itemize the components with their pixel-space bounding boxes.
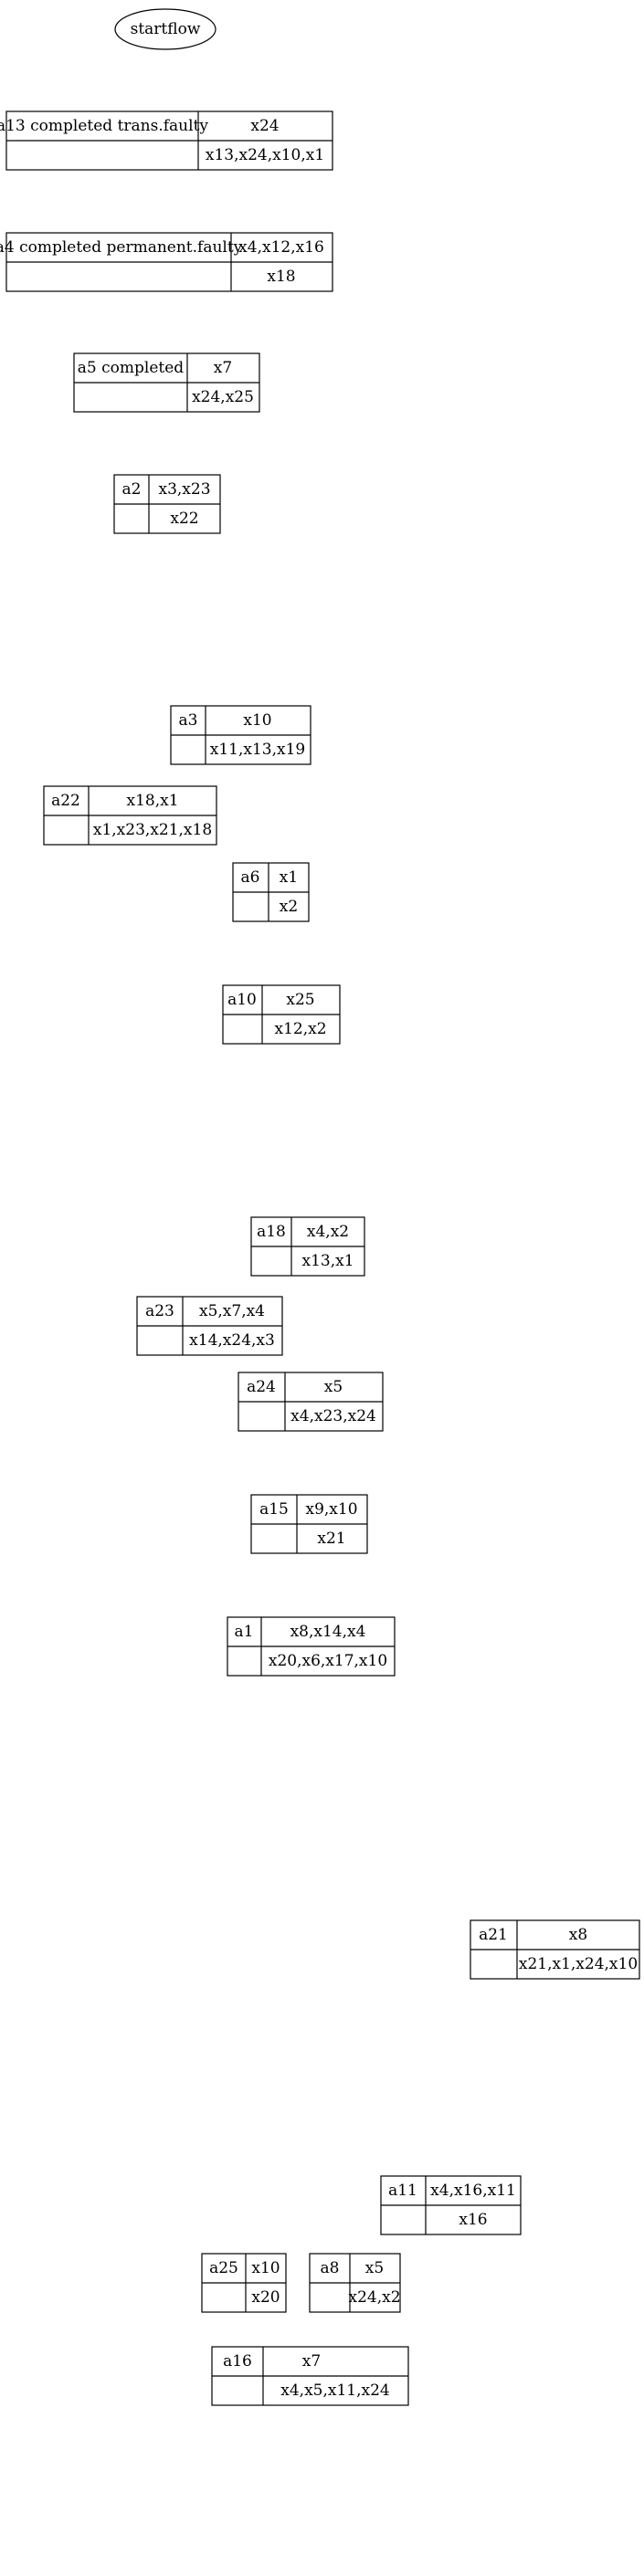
start-node: startflow bbox=[114, 8, 216, 50]
record-bottom-value: x24,x2 bbox=[348, 2288, 400, 2307]
record-node-a22: a22 x18,x1 x1,x23,x21,x18 bbox=[43, 785, 217, 846]
record-node-a21: a21 x8 x21,x1,x24,x10 bbox=[470, 1919, 640, 1980]
record-name: a11 bbox=[388, 2182, 417, 2200]
record-bottom-value: x12,x2 bbox=[274, 1020, 326, 1038]
record-top-value: x10 bbox=[243, 711, 271, 730]
record-bottom-value: x20,x6,x17,x10 bbox=[269, 1652, 387, 1670]
record-top-value: x5,x7,x4 bbox=[199, 1302, 265, 1320]
start-ellipse bbox=[114, 8, 216, 50]
record-name: a23 bbox=[145, 1302, 174, 1320]
record-bottom-value: x20 bbox=[251, 2288, 280, 2307]
record-node-a6: a6 x1 x2 bbox=[232, 862, 310, 922]
record-bottom-value: x22 bbox=[170, 510, 198, 528]
record-bottom-value: x24,x25 bbox=[192, 388, 254, 406]
record-node-a23: a23 x5,x7,x4 x14,x24,x3 bbox=[136, 1296, 283, 1356]
record-node-a5: a5 completed x7 x24,x25 bbox=[73, 352, 260, 413]
record-top-value: x3,x23 bbox=[158, 480, 210, 499]
record-bottom-value: x4,x5,x11,x24 bbox=[280, 2381, 389, 2400]
record-name: a3 bbox=[179, 711, 198, 730]
record-bottom-value: x21 bbox=[317, 1530, 345, 1548]
record-top-value: x4,x16,x11 bbox=[430, 2182, 516, 2200]
record-name: a2 bbox=[122, 480, 142, 499]
record-top-value: x7 bbox=[214, 359, 232, 377]
record-top-value: x10 bbox=[251, 2259, 280, 2277]
record-node-a1: a1 x8,x14,x4 x20,x6,x17,x10 bbox=[227, 1616, 396, 1677]
record-bottom-value: x16 bbox=[459, 2211, 487, 2229]
record-node-a8: a8 x5 x24,x2 bbox=[309, 2253, 401, 2313]
record-name: a1 bbox=[235, 1623, 254, 1641]
record-bottom-value: x13,x1 bbox=[301, 1252, 354, 1270]
record-top-value: x5 bbox=[324, 1378, 343, 1396]
record-top-value: x24 bbox=[250, 117, 279, 135]
record-name: a24 bbox=[247, 1378, 276, 1396]
record-name: a10 bbox=[227, 991, 257, 1009]
record-bottom-value: x21,x1,x24,x10 bbox=[519, 1955, 638, 1973]
record-name: a25 bbox=[209, 2259, 238, 2277]
record-node-a11: a11 x4,x16,x11 x16 bbox=[380, 2175, 522, 2235]
record-node-a4: a4 completed permanent.faulty x4,x12,x16… bbox=[0, 232, 333, 292]
record-node-a15: a15 x9,x10 x21 bbox=[250, 1494, 368, 1554]
record-node-a13: a13 completed trans.faulty x24 x13,x24,x… bbox=[0, 110, 333, 171]
record-bottom-value: x4,x23,x24 bbox=[290, 1407, 376, 1425]
record-top-value: x8,x14,x4 bbox=[290, 1623, 366, 1641]
record-bottom-value: x1,x23,x21,x18 bbox=[93, 821, 212, 839]
record-node-a16: a16 x7 x4,x5,x11,x24 bbox=[211, 2346, 409, 2406]
record-bottom-value: x13,x24,x10,x1 bbox=[206, 146, 324, 164]
record-top-value: x5 bbox=[365, 2259, 384, 2277]
record-bottom-value: x18 bbox=[267, 268, 295, 286]
record-node-a3: a3 x10 x11,x13,x19 bbox=[170, 705, 311, 765]
record-name: a4 completed permanent.faulty bbox=[0, 238, 243, 257]
record-top-value: x4,x12,x16 bbox=[238, 238, 324, 257]
record-top-value: x4,x2 bbox=[307, 1223, 349, 1241]
record-top-value: x8 bbox=[569, 1926, 587, 1944]
record-name: a15 bbox=[259, 1500, 289, 1519]
nodes-layer: startflow a13 completed trans.faulty x24… bbox=[0, 8, 640, 2406]
record-name: a22 bbox=[51, 792, 80, 810]
record-node-a24: a24 x5 x4,x23,x24 bbox=[238, 1372, 384, 1432]
record-top-value: x1 bbox=[280, 868, 298, 887]
record-name: a8 bbox=[321, 2259, 340, 2277]
record-top-value: x7 bbox=[302, 2352, 321, 2371]
start-label: startflow bbox=[131, 20, 201, 38]
record-name: a5 completed bbox=[78, 359, 185, 377]
record-top-value: x25 bbox=[286, 991, 314, 1009]
record-top-value: x18,x1 bbox=[126, 792, 178, 810]
record-node-a18: a18 x4,x2 x13,x1 bbox=[250, 1216, 365, 1277]
record-node-a25: a25 x10 x20 bbox=[201, 2253, 287, 2313]
record-node-a2: a2 x3,x23 x22 bbox=[113, 474, 221, 534]
record-name: a21 bbox=[479, 1926, 508, 1944]
record-node-a10: a10 x25 x12,x2 bbox=[222, 984, 341, 1045]
record-name: a6 bbox=[241, 868, 260, 887]
record-name: a18 bbox=[257, 1223, 286, 1241]
record-name: a13 completed trans.faulty bbox=[0, 117, 208, 135]
record-name: a16 bbox=[223, 2352, 252, 2371]
record-bottom-value: x11,x13,x19 bbox=[210, 741, 305, 759]
record-top-value: x9,x10 bbox=[305, 1500, 357, 1519]
record-bottom-value: x14,x24,x3 bbox=[189, 1331, 275, 1350]
record-bottom-value: x2 bbox=[280, 898, 298, 916]
